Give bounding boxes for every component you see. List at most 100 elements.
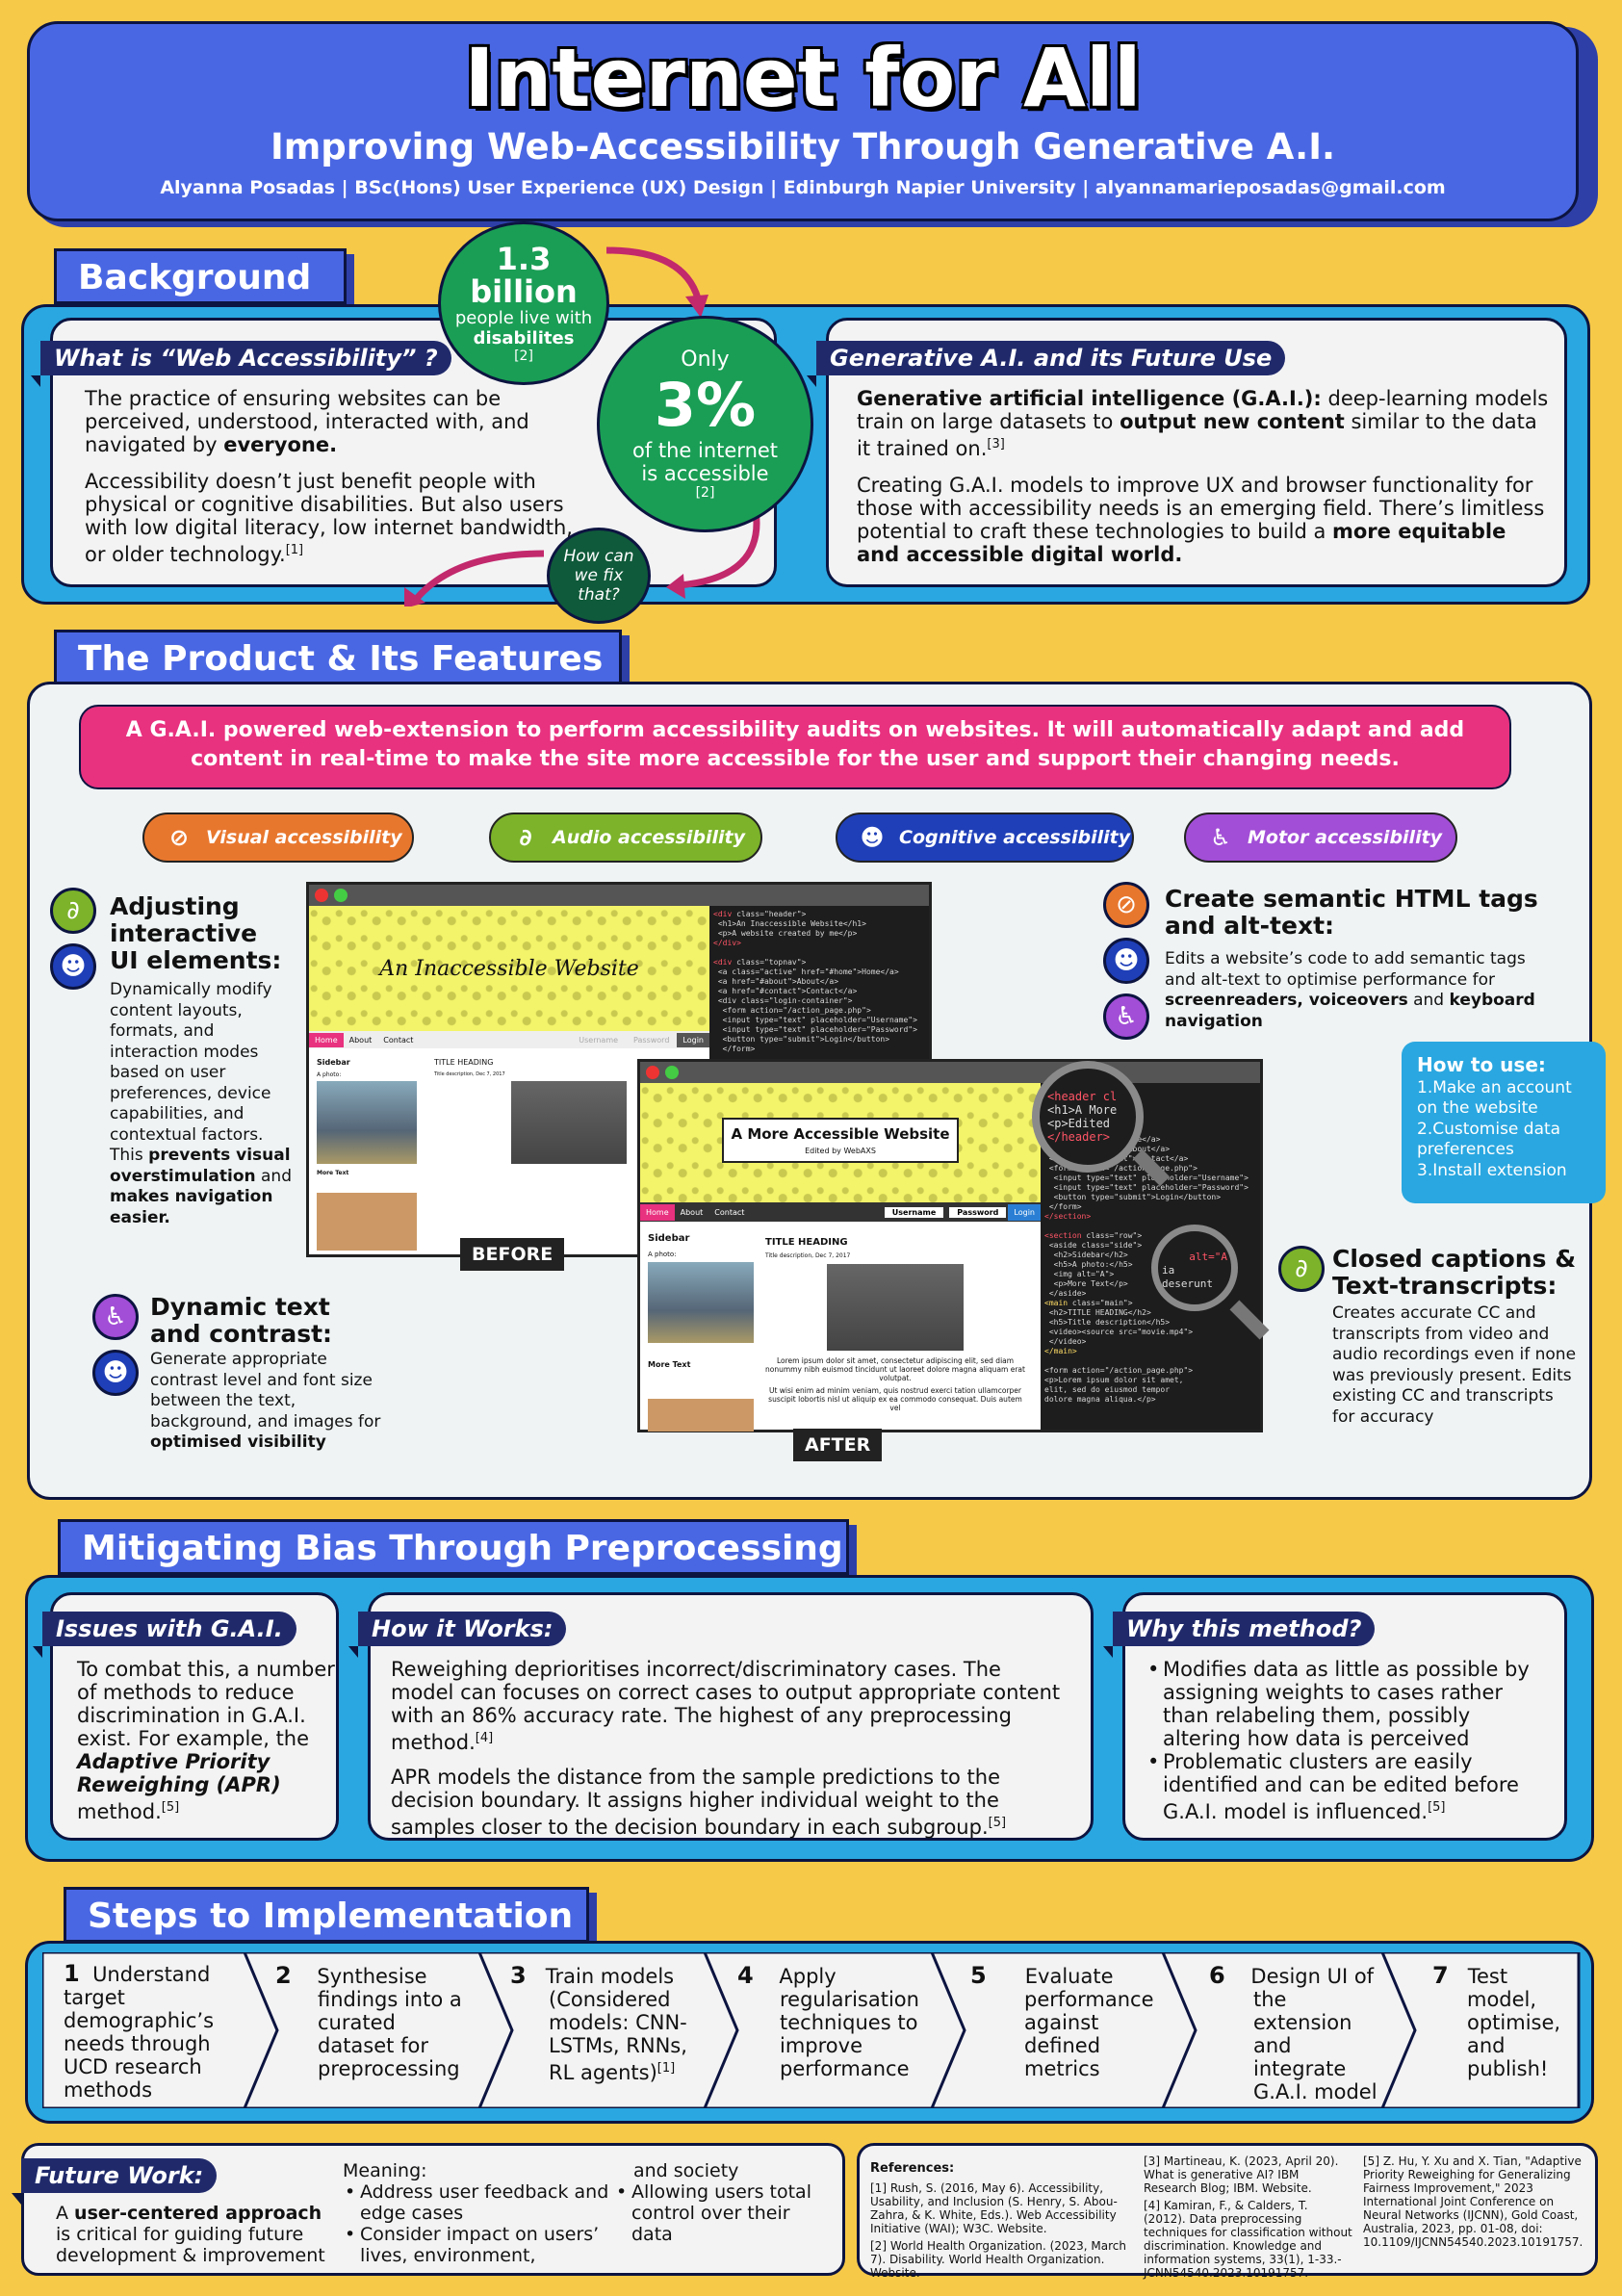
stat-accessible-internet: Only 3% of the internet is accessible [2…: [597, 316, 813, 532]
magnifier-alt-code: alt="A ia deserunt: [1151, 1225, 1238, 1311]
video-thumbnail: [827, 1264, 964, 1351]
how-to-step: 2.Customise data preferences: [1417, 1119, 1561, 1160]
list-item: Problematic clusters are easily identifi…: [1146, 1750, 1554, 1823]
issues-text: To combat this, a number of methods to r…: [77, 1658, 335, 1823]
wheelchair-icon: ♿: [92, 1294, 139, 1340]
references-card: [857, 2143, 1598, 2276]
feature-captions-desc: Creates accurate CC and transcripts from…: [1332, 1303, 1577, 1427]
after-site-title-box: A More Accessible Website Edited by WebA…: [722, 1118, 959, 1163]
generative-ai-text: Generative artificial intelligence (G.A.…: [857, 387, 1549, 566]
list-item: Allowing users total control over their …: [614, 2181, 836, 2245]
how-it-works-label: How it Works:: [348, 1612, 567, 1658]
browser-titlebar: [640, 1062, 1260, 1083]
step-3: 3 Train models (Considered models: CNN-L…: [510, 1962, 687, 2084]
feature-ui-elements-title: Adjusting interactive UI elements:: [110, 892, 282, 974]
after-navbar: Home About Contact Username Password Log…: [640, 1202, 1041, 1222]
video-thumbnail: [511, 1081, 627, 1164]
pill-audio-accessibility: ∂Audio accessibility: [489, 813, 762, 863]
why-method-list: Modifies data as little as possible by a…: [1146, 1658, 1554, 1823]
ear-icon: ∂: [50, 888, 96, 934]
poster-subtitle: Improving Web-Accessibility Through Gene…: [270, 126, 1336, 168]
references-col-2: [3] Martineau, K. (2023, April 20). What…: [1144, 2154, 1352, 2280]
poster-title: Internet for All: [464, 31, 1142, 125]
pill-visual-accessibility: ⊘Visual accessibility: [142, 813, 414, 863]
list-item: Modifies data as little as possible by a…: [1146, 1658, 1554, 1750]
brain-head-icon: ☻: [860, 824, 885, 851]
future-work-label: Future Work:: [11, 2158, 218, 2205]
brain-head-icon: ☻: [50, 943, 96, 990]
after-sidebar-heading: Sidebar: [648, 1233, 690, 1244]
cameras-photo: [317, 1193, 417, 1251]
before-navbar: Home About Contact Username Password Log…: [309, 1031, 709, 1048]
nav-about-link[interactable]: About: [348, 1035, 373, 1045]
step-6: 6 Design UI of the extension and integra…: [1209, 1962, 1377, 2103]
section-tab-background: Background: [54, 248, 347, 304]
feature-ui-elements-desc: Dynamically modify content layouts, form…: [110, 980, 292, 1227]
ear-icon: ∂: [1278, 1246, 1325, 1292]
poster-byline: Alyanna Posadas | BSc(Hons) User Experie…: [160, 177, 1446, 198]
password-field[interactable]: Password: [633, 1035, 670, 1045]
after-title-desc: Title description, Dec 7, 2017: [765, 1252, 851, 1259]
login-button[interactable]: Login: [1008, 1203, 1041, 1221]
password-field[interactable]: Password: [949, 1206, 1007, 1218]
wheelchair-icon: ♿: [1210, 824, 1231, 851]
feature-semantic-html-title: Create semantic HTML tags and alt-text:: [1165, 885, 1538, 940]
username-field[interactable]: Username: [579, 1035, 619, 1045]
step-1: 1 Understand target demographic’s needs …: [64, 1960, 215, 2102]
before-title-desc: Title description, Dec 7, 2017: [434, 1071, 505, 1077]
future-work-meaning: Meaning: Address user feedback and edge …: [343, 2160, 622, 2266]
web-accessibility-text: The practice of ensuring websites can be…: [85, 387, 573, 566]
after-more-text: More Text: [648, 1360, 691, 1369]
nav-contact-link[interactable]: Contact: [714, 1207, 745, 1217]
how-to-use-box: How to use: 1.Make an account on the web…: [1402, 1042, 1606, 1203]
before-code-view: <div class="header"> <h1>An Inaccessible…: [709, 906, 929, 1064]
nav-about-link[interactable]: About: [680, 1207, 704, 1217]
eye-slash-icon: ⊘: [168, 824, 190, 851]
after-site-banner: A More Accessible Website Edited by WebA…: [640, 1083, 1041, 1202]
web-accessibility-label: What is “Web Accessibility” ?: [31, 341, 451, 387]
section-tab-steps: Steps to Implementation: [64, 1887, 589, 1943]
how-can-we-fix-bubble: How can we fix that?: [547, 528, 651, 624]
before-tag: BEFORE: [460, 1238, 565, 1271]
before-title-heading: TITLE HEADING: [434, 1058, 494, 1067]
nav-home-link[interactable]: Home: [640, 1203, 675, 1221]
before-site-banner: An Inaccessible Website: [309, 906, 709, 1031]
list-item: Consider impact on users’ lives, environ…: [343, 2224, 622, 2266]
section-tab-product: The Product & Its Features: [54, 630, 622, 685]
after-photo-label: A photo:: [648, 1251, 677, 1258]
brain-head-icon: ☻: [92, 1350, 139, 1396]
after-body-text: Lorem ipsum dolor sit amet, consectetur …: [765, 1356, 1025, 1412]
nav-home-link[interactable]: Home: [309, 1032, 344, 1047]
step-2: 2 Synthesise findings into a curated dat…: [275, 1962, 462, 2080]
wheelchair-icon: ♿: [1103, 993, 1149, 1040]
step-4: 4 Apply regularisation techniques to imp…: [737, 1962, 919, 2080]
how-to-step: 1.Make an account on the website: [1417, 1077, 1572, 1119]
future-work-meaning-cont: and society Allowing users total control…: [614, 2160, 836, 2245]
city-photo: [317, 1081, 417, 1164]
magnifier-header-code: <header cl <h1>A More <p>Edited </header…: [1032, 1061, 1144, 1173]
close-dot-icon: [646, 1066, 659, 1079]
nav-contact-link[interactable]: Contact: [383, 1035, 414, 1045]
feature-semantic-html-desc: Edits a website’s code to add semantic t…: [1165, 949, 1535, 1031]
username-field[interactable]: Username: [884, 1206, 944, 1218]
how-to-step: 3.Install extension: [1417, 1160, 1567, 1180]
before-more-text: More Text: [317, 1170, 349, 1176]
before-photo-label: A photo:: [317, 1071, 342, 1078]
stat-disabled-people: 1.3 billion people live with disabilites…: [438, 221, 609, 385]
maximize-dot-icon: [665, 1066, 679, 1079]
feature-captions-title: Closed captions & Text-transcripts:: [1332, 1245, 1576, 1300]
pill-motor-accessibility: ♿Motor accessibility: [1184, 813, 1457, 863]
step-7: 7 Test model, optimise, and publish!: [1432, 1962, 1561, 2080]
steps-chevrons: [42, 1952, 1581, 2108]
close-dot-icon: [315, 889, 328, 902]
step-5: 5 Evaluate performance against defined m…: [970, 1962, 1154, 2080]
how-it-works-text: Reweighing deprioritises incorrect/discr…: [391, 1658, 1061, 1839]
ear-icon: ∂: [519, 824, 532, 851]
feature-text-contrast-desc: Generate appropriate contrast level and …: [150, 1350, 381, 1452]
eye-slash-icon: ⊘: [1103, 882, 1149, 928]
product-banner: A G.A.I. powered web-extension to perfor…: [79, 705, 1511, 789]
city-photo: [648, 1262, 754, 1343]
login-button[interactable]: Login: [677, 1032, 709, 1047]
flow-arrows: [404, 246, 760, 606]
section-tab-bias: Mitigating Bias Through Preprocessing: [58, 1519, 849, 1575]
